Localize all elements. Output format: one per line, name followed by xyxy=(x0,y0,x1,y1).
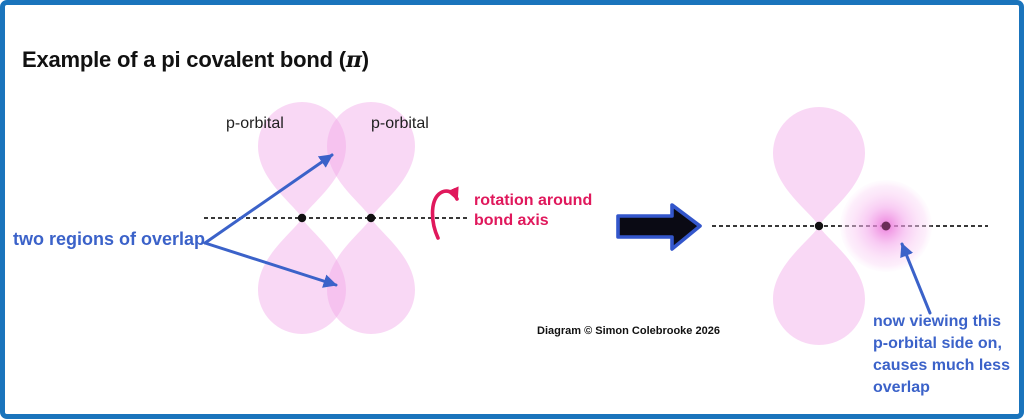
nucleus-left-atom2 xyxy=(366,213,376,223)
diagram-title-suffix: ) xyxy=(361,47,369,72)
side-on-caption-label: now viewing this p-orbital side on, caus… xyxy=(873,313,1010,396)
copyright-credit: Diagram © Simon Colebrooke 2026 xyxy=(537,325,720,337)
nucleus-right-atom2 xyxy=(881,221,891,231)
side-on-pointer-arrow xyxy=(900,242,932,315)
diagram-title-prefix: Example of a pi covalent bond ( xyxy=(22,47,346,72)
p-orbital-label-left: p-orbital xyxy=(226,115,284,132)
p-orbital-left-bottom-lobe xyxy=(258,218,346,334)
p-orbital-right-bottom-lobe xyxy=(327,218,415,334)
rotation-around-bond-axis-label: rotation around bond axis xyxy=(474,192,593,229)
p-orbital-left-top-lobe xyxy=(258,102,346,218)
nucleus-left-atom1 xyxy=(297,213,307,223)
p-orbital-lobes-left-pair xyxy=(258,102,415,334)
nucleus-right-atom1 xyxy=(814,221,824,231)
pi-symbol: π xyxy=(345,47,362,73)
two-regions-overlap-label: two regions of overlap xyxy=(13,229,206,249)
overlap-arrow-bottom xyxy=(203,241,338,288)
rotation-arrow-icon xyxy=(430,186,459,240)
p-orbital-label-right: p-orbital xyxy=(371,115,429,132)
diagram-title: Example of a pi covalent bond (π) xyxy=(22,21,369,73)
transform-arrow-icon xyxy=(616,203,702,251)
p-orbital-sideview-bottom-lobe xyxy=(773,226,865,345)
overlap-arrow-top xyxy=(203,153,334,245)
p-orbital-right-top-lobe xyxy=(327,102,415,218)
p-orbital-sideview-top-lobe xyxy=(773,107,865,226)
p-orbital-lobes-right-single xyxy=(773,107,865,345)
pi-bond-diagram-canvas xyxy=(203,102,988,345)
overlap-pointer-arrows xyxy=(203,153,338,288)
